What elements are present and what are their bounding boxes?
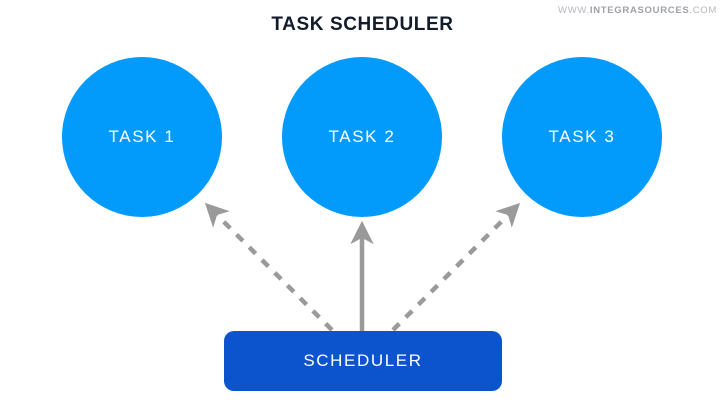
- edge-scheduler-task-1: [204, 202, 334, 332]
- watermark-suffix: .COM: [689, 5, 717, 16]
- edge-scheduler-task-3: [391, 202, 521, 332]
- task-node-2[interactable]: TASK 2: [282, 57, 442, 217]
- watermark-prefix: WWW.: [558, 5, 590, 16]
- task-node-3-label: TASK 3: [548, 127, 616, 146]
- task-node-1-label: TASK 1: [108, 127, 176, 146]
- page-title: TASK SCHEDULER: [271, 14, 454, 35]
- task-node-2-label: TASK 2: [328, 127, 396, 146]
- task-node-1[interactable]: TASK 1: [62, 57, 222, 217]
- watermark-brand: INTEGRASOURCES: [589, 5, 690, 16]
- watermark: WWW.INTEGRASOURCES.COM: [558, 5, 717, 16]
- scheduler-node-label: SCHEDULER: [303, 351, 423, 370]
- task-node-3[interactable]: TASK 3: [502, 57, 662, 217]
- scheduler-node[interactable]: SCHEDULER: [224, 331, 502, 391]
